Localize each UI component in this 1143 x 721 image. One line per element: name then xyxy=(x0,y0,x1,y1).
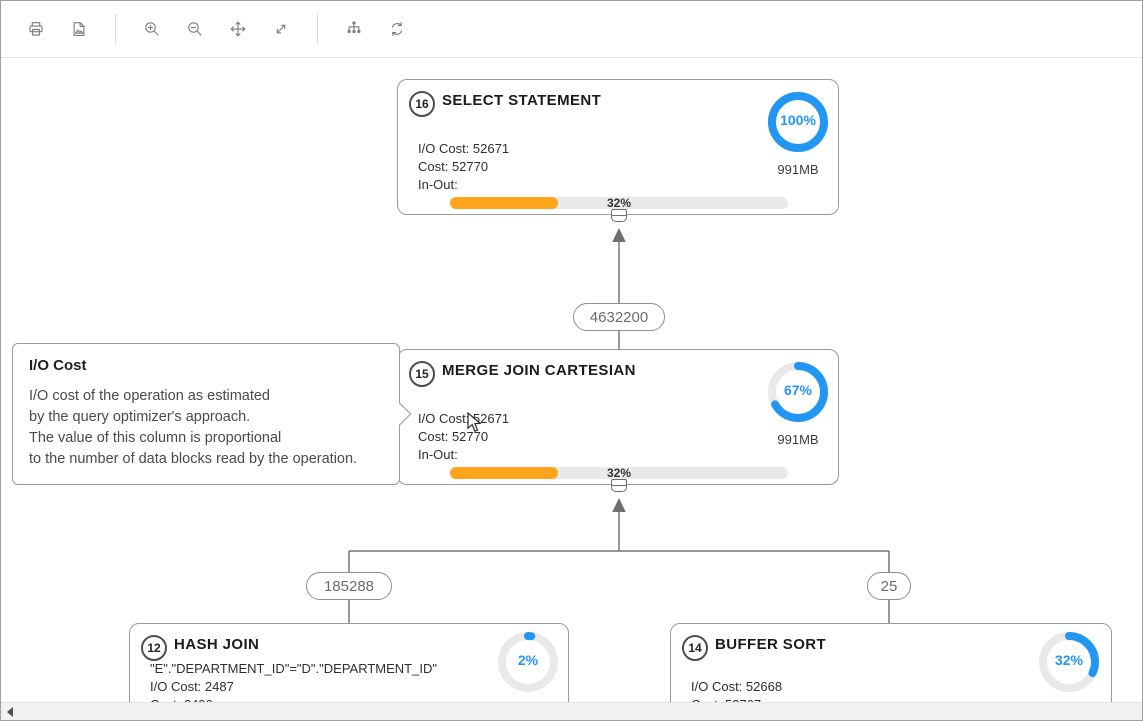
toolbar-separator xyxy=(115,14,116,44)
edge-label-rows: 25 xyxy=(867,572,911,600)
cost-percent-donut: 2% xyxy=(496,630,560,694)
progress-bar-label: 32% xyxy=(606,196,632,210)
in-out-value: In-Out: xyxy=(418,177,458,192)
edge-label-text: 4632200 xyxy=(589,308,649,326)
pan-icon[interactable] xyxy=(229,20,247,38)
collapse-port[interactable] xyxy=(611,209,627,222)
node-number-badge: 15 xyxy=(409,361,435,387)
io-cost-value: I/O Cost: 52671 xyxy=(418,141,510,156)
bytes-label: 991MB xyxy=(777,432,819,447)
node-number-badge: 12 xyxy=(141,635,167,661)
donut-percent-label: 67% xyxy=(783,382,813,398)
toolbar-separator xyxy=(317,14,318,44)
collapse-port[interactable] xyxy=(611,479,627,492)
plan-diagram-canvas[interactable]: 4632200 185288 25 16 SELECT STATEMENT I/… xyxy=(1,58,1142,720)
cost-percent-donut: 100% xyxy=(766,90,830,154)
edge-label-text: 25 xyxy=(880,577,898,595)
tooltip-text-line: by the query optimizer's approach. xyxy=(29,409,251,425)
node-title: SELECT STATEMENT xyxy=(442,92,602,109)
cost-value: Cost: 52770 xyxy=(418,429,489,444)
in-out-progress-bar: 32% xyxy=(450,196,788,210)
zoom-in-icon[interactable] xyxy=(143,20,161,38)
in-out-progress-bar: 32% xyxy=(450,466,788,480)
toolbar xyxy=(1,1,1142,58)
node-number-badge: 14 xyxy=(682,635,708,661)
fit-to-window-icon[interactable] xyxy=(272,20,290,38)
hierarchy-layout-icon[interactable] xyxy=(345,20,363,38)
in-out-value: In-Out: xyxy=(418,447,458,462)
io-cost-value: I/O Cost: 2487 xyxy=(150,679,234,694)
plan-node-merge-join-cartesian[interactable]: 15 MERGE JOIN CARTESIAN I/O Cost: 52671 … xyxy=(397,349,839,485)
tooltip-text-line: I/O cost of the operation as estimated xyxy=(29,388,270,404)
tooltip-title: I/O Cost xyxy=(29,357,87,374)
cost-value: Cost: 52770 xyxy=(418,159,489,174)
cost-percent-donut: 67% xyxy=(766,360,830,424)
tooltip-text-line: to the number of data blocks read by the… xyxy=(29,451,358,467)
node-title: BUFFER SORT xyxy=(715,636,827,653)
donut-percent-label: 2% xyxy=(517,652,539,668)
plan-node-select-statement[interactable]: 16 SELECT STATEMENT I/O Cost: 52671 Cost… xyxy=(397,79,839,215)
cost-percent-donut: 32% xyxy=(1037,630,1101,694)
scroll-left-icon[interactable] xyxy=(7,706,13,717)
tooltip-text-line: The value of this column is proportional xyxy=(29,430,282,446)
refresh-icon[interactable] xyxy=(388,20,406,38)
export-image-icon[interactable] xyxy=(70,20,88,38)
bytes-label: 991MB xyxy=(777,162,819,177)
horizontal-scrollbar[interactable] xyxy=(1,702,1142,720)
io-cost-value: I/O Cost: 52668 xyxy=(691,679,783,694)
donut-percent-label: 100% xyxy=(780,112,816,128)
edge-label-text: 185288 xyxy=(323,577,375,595)
join-condition: "E"."DEPARTMENT_ID"="D"."DEPARTMENT_ID" xyxy=(150,661,437,676)
node-title: HASH JOIN xyxy=(174,636,260,653)
io-cost-tooltip: I/O Cost I/O cost of the operation as es… xyxy=(12,343,412,485)
node-title: MERGE JOIN CARTESIAN xyxy=(442,362,636,379)
zoom-out-icon[interactable] xyxy=(186,20,204,38)
print-icon[interactable] xyxy=(27,20,45,38)
donut-percent-label: 32% xyxy=(1054,652,1084,668)
node-number-badge: 16 xyxy=(409,91,435,117)
edge-label-rows: 4632200 xyxy=(573,303,665,331)
io-cost-value: I/O Cost: 52671 xyxy=(418,411,510,426)
edge-label-rows: 185288 xyxy=(306,572,392,600)
progress-bar-label: 32% xyxy=(606,466,632,480)
